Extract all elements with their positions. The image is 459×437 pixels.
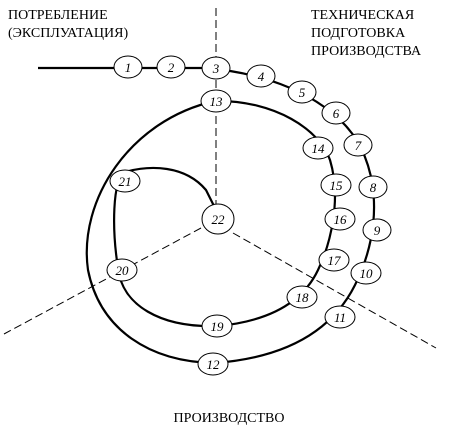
node-2-label: 2 — [168, 60, 175, 75]
label-consumption-line2: (ЭКСПЛУАТАЦИЯ) — [8, 26, 128, 41]
node-11: 11 — [324, 305, 356, 329]
node-9: 9 — [362, 218, 392, 242]
node-10: 10 — [350, 261, 382, 285]
node-20-label: 20 — [116, 263, 130, 278]
divider-lower-left — [3, 227, 202, 335]
node-8: 8 — [358, 175, 388, 199]
node-21-label: 21 — [119, 174, 132, 189]
node-1-label: 1 — [125, 60, 132, 75]
node-3-label: 3 — [212, 61, 220, 76]
node-1: 1 — [113, 55, 143, 79]
label-production: ПРОИЗВОДСТВО — [174, 411, 285, 426]
node-5: 5 — [287, 80, 317, 104]
node-6-label: 6 — [333, 106, 340, 121]
node-14-label: 14 — [312, 141, 326, 156]
node-5-label: 5 — [299, 85, 306, 100]
node-6: 6 — [321, 101, 351, 125]
label-technical-line2: ПОДГОТОВКА — [311, 26, 406, 41]
node-12: 12 — [197, 352, 229, 376]
node-13-label: 13 — [210, 94, 224, 109]
node-12-label: 12 — [207, 357, 221, 372]
label-technical-line1: ТЕХНИЧЕСКАЯ — [311, 8, 414, 23]
node-20: 20 — [106, 258, 138, 282]
node-15: 15 — [320, 173, 352, 197]
node-17: 17 — [318, 248, 350, 272]
node-9-label: 9 — [374, 223, 381, 238]
label-consumption-line1: ПОТРЕБЛЕНИЕ — [8, 8, 108, 23]
node-8-label: 8 — [370, 180, 377, 195]
node-17-label: 17 — [328, 253, 342, 268]
node-7: 7 — [343, 133, 373, 157]
node-22-label: 22 — [212, 212, 226, 227]
node-22: 22 — [201, 203, 235, 235]
node-15-label: 15 — [330, 178, 344, 193]
node-14: 14 — [302, 136, 334, 160]
node-18: 18 — [286, 285, 318, 309]
label-technical-line3: ПРОИЗВОДСТВА — [311, 44, 422, 59]
node-19: 19 — [201, 314, 233, 338]
node-10-label: 10 — [360, 266, 374, 281]
node-16: 16 — [324, 207, 356, 231]
node-4: 4 — [246, 64, 276, 88]
node-2: 2 — [156, 55, 186, 79]
node-13: 13 — [200, 89, 232, 113]
node-18-label: 18 — [296, 290, 310, 305]
node-16-label: 16 — [334, 212, 348, 227]
node-19-label: 19 — [211, 319, 225, 334]
node-11-label: 11 — [334, 310, 346, 325]
node-3: 3 — [201, 56, 231, 80]
node-7-label: 7 — [355, 138, 362, 153]
node-4-label: 4 — [258, 69, 265, 84]
node-21: 21 — [109, 169, 141, 193]
divider-lower-right — [232, 232, 437, 349]
